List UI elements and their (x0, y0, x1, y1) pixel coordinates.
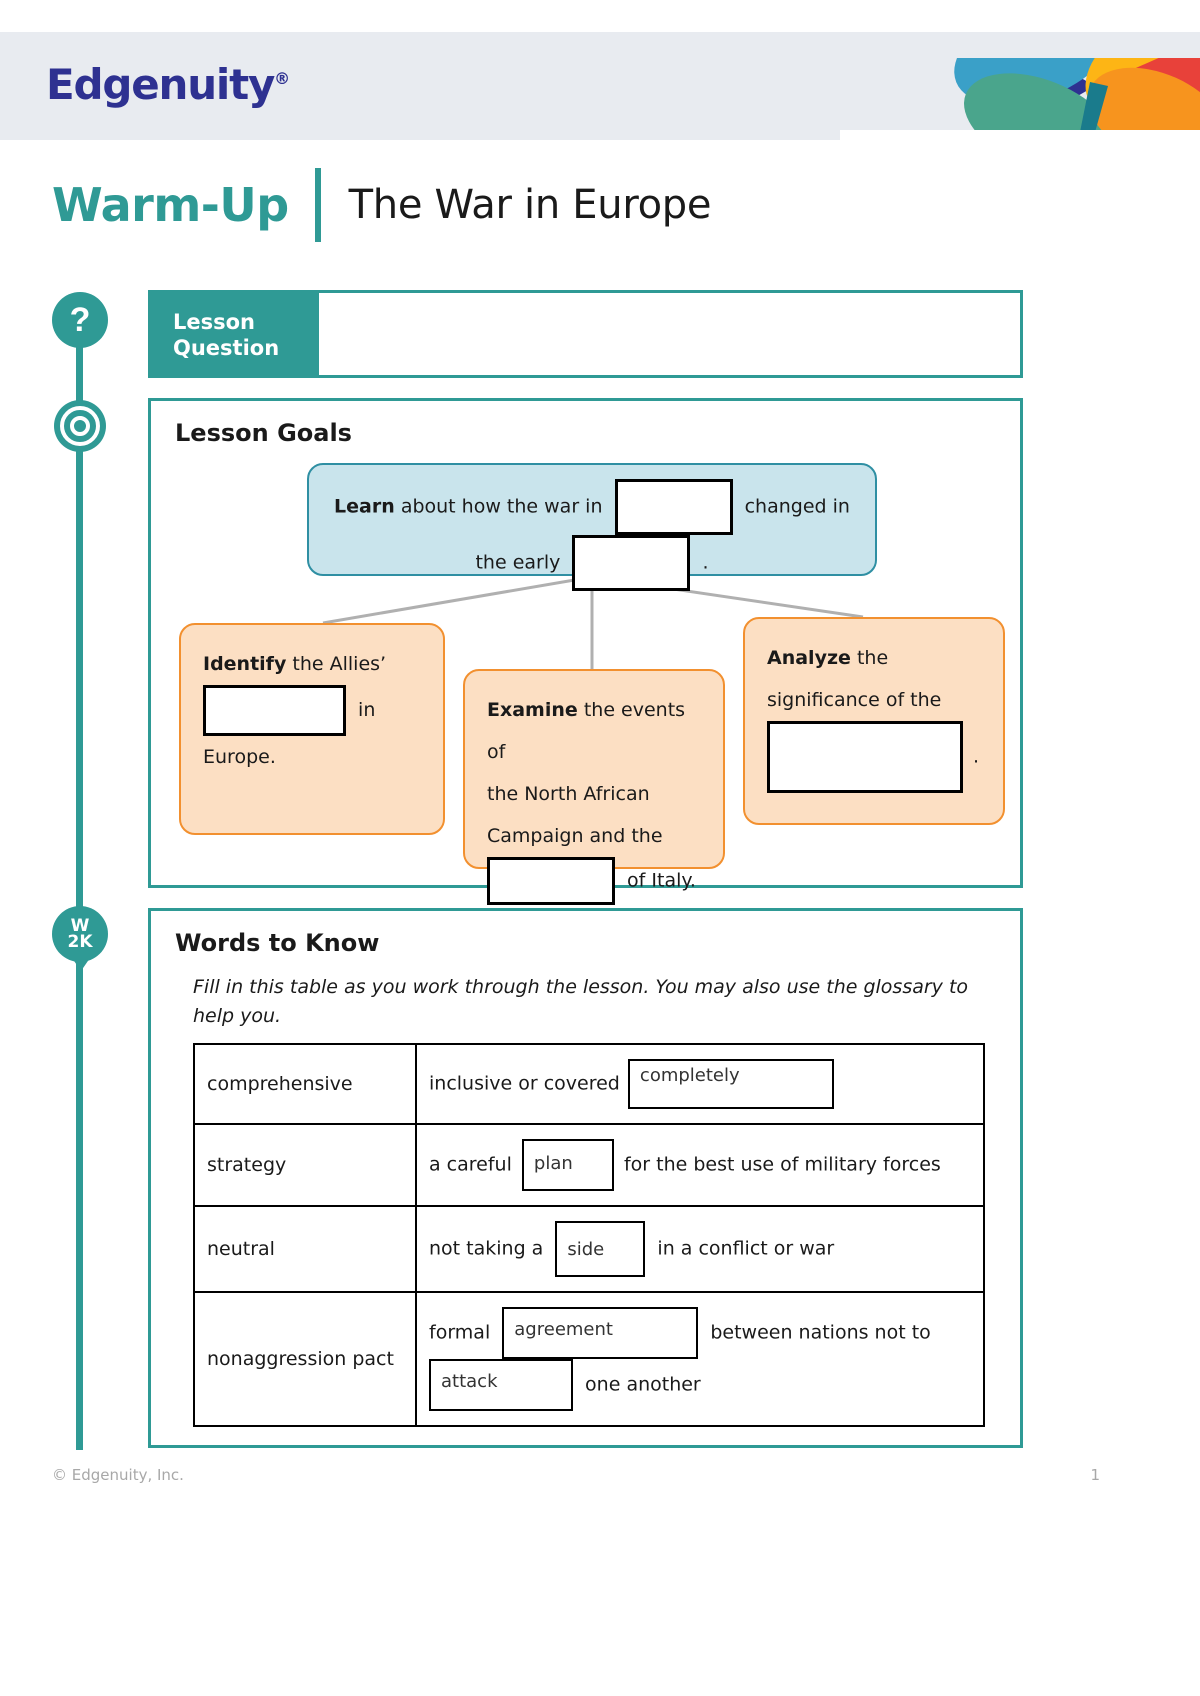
words-to-know-icon: W 2K (52, 906, 108, 971)
vocab-definition: not taking a side in a conflict or war (415, 1205, 985, 1293)
question-glyph: ? (69, 300, 91, 339)
goal-analyze-text-2: significance of the (767, 689, 942, 711)
goal-identify-text-3: Europe. (203, 746, 276, 768)
goal-learn-text-1: about how the war in (400, 495, 603, 518)
question-mark-icon: ? (52, 292, 108, 348)
goal-analyze-lead: Analyze (767, 647, 851, 669)
vocab-def-post: for the best use of military forces (623, 1153, 941, 1176)
goal-identify-lead: Identify (203, 653, 287, 675)
lesson-question-tab-line-2: Question (173, 336, 280, 360)
goal-analyze-text-1: the (856, 647, 889, 669)
vocab-def-post: between nations not to (710, 1321, 931, 1344)
vocab-answer-box[interactable]: plan (521, 1139, 614, 1191)
header-band: Edgenuity® (0, 32, 1200, 140)
title-eyebrow: Warm-Up (52, 178, 289, 232)
goal-examine-text-2: the North African (487, 783, 650, 805)
goal-learn-text-2: changed in (744, 495, 850, 518)
vocab-answer-box[interactable]: side (555, 1221, 646, 1277)
vocab-answer-box[interactable]: agreement (502, 1307, 699, 1359)
goal-node-analyze: Analyze the significance of the . (743, 617, 1005, 825)
goal-analyze-blank-1[interactable] (767, 721, 963, 793)
lesson-question-tab: Lesson Question (151, 293, 319, 375)
logo-text: Edgenuity (46, 60, 275, 109)
vocab-term: strategy (193, 1123, 417, 1207)
goal-node-identify: Identify the Allies’ in Europe. (179, 623, 445, 835)
title-divider (314, 168, 321, 242)
page-footer: © Edgenuity, Inc. 1 (52, 1466, 1100, 1484)
vocab-term: nonaggression pact (193, 1291, 417, 1427)
vocab-def-pre: a careful (429, 1153, 512, 1176)
goal-examine-text-3: Campaign and the (487, 825, 663, 847)
vocabulary-table: comprehensive inclusive or covered compl… (193, 1043, 985, 1427)
vocab-term: neutral (193, 1205, 417, 1293)
goal-learn-blank-1[interactable] (614, 479, 733, 535)
lesson-question-panel: Lesson Question (148, 290, 1023, 378)
edgenuity-logo: Edgenuity® (46, 60, 290, 109)
vocab-definition: inclusive or covered completely (415, 1043, 985, 1125)
vocab-definition: a careful plan for the best use of milit… (415, 1123, 985, 1207)
page-title: Warm-Up The War in Europe (52, 165, 711, 245)
vocab-term: comprehensive (193, 1043, 417, 1125)
lesson-goals-panel: Lesson Goals Learn about how the war in … (148, 398, 1023, 905)
goal-learn-lead: Learn (334, 495, 395, 518)
goal-identify-text-1: the Allies’ (292, 653, 387, 675)
title-topic: The War in Europe (348, 182, 712, 228)
lesson-question-tab-line-1: Lesson (173, 310, 256, 334)
w2k-line-1: W (70, 916, 90, 936)
table-row: neutral not taking a side in a conflict … (193, 1205, 985, 1293)
goal-examine-text-1: the events of (487, 699, 686, 763)
vocab-def-post: in a conflict or war (657, 1237, 835, 1260)
target-icon (52, 398, 108, 454)
goal-learn-text-3: the early (475, 551, 561, 574)
words-to-know-heading: Words to Know (175, 929, 380, 957)
goal-identify-blank-1[interactable] (203, 685, 346, 736)
page-number: 1 (1090, 1466, 1100, 1484)
goal-examine-text-4: of Italy. (627, 869, 696, 892)
table-row: nonaggression pact formal agreement betw… (193, 1291, 985, 1427)
vocab-answer-box-2[interactable]: attack (429, 1359, 573, 1411)
petal-graphic (840, 32, 1200, 140)
vocab-answer-box[interactable]: completely (627, 1059, 834, 1109)
table-row: comprehensive inclusive or covered compl… (193, 1043, 985, 1125)
goal-node-learn: Learn about how the war in changed in th… (307, 463, 877, 591)
vocab-def-pre: not taking a (429, 1237, 544, 1260)
goal-examine-lead: Examine (487, 699, 578, 721)
goal-identify-text-2: in (358, 699, 376, 721)
table-row: strategy a careful plan for the best use… (193, 1123, 985, 1207)
words-to-know-instructions: Fill in this table as you work through t… (193, 976, 969, 1027)
timeline-rail (76, 320, 83, 1450)
goal-node-examine: Examine the events of the North African … (463, 669, 725, 905)
trademark-symbol: ® (274, 69, 291, 88)
vocab-def-pre: inclusive or covered (429, 1072, 620, 1095)
words-to-know-panel: Words to Know Fill in this table as you … (148, 908, 1023, 1448)
vocab-def-post-2: one another (585, 1373, 701, 1396)
goal-examine-blank-1[interactable] (487, 857, 615, 905)
bubble-tail (72, 958, 90, 971)
copyright-text: © Edgenuity, Inc. (52, 1466, 184, 1484)
lesson-question-answer-field[interactable] (319, 293, 1020, 375)
lesson-goals-heading: Lesson Goals (175, 419, 352, 447)
goal-learn-blank-2[interactable] (572, 535, 691, 591)
vocab-def-pre: formal (429, 1321, 491, 1344)
goal-learn-text-4: . (702, 551, 709, 574)
w2k-line-2: 2K (67, 932, 93, 952)
goal-analyze-text-3: . (973, 745, 980, 768)
vocab-definition: formal agreement between nations not to … (415, 1291, 985, 1427)
